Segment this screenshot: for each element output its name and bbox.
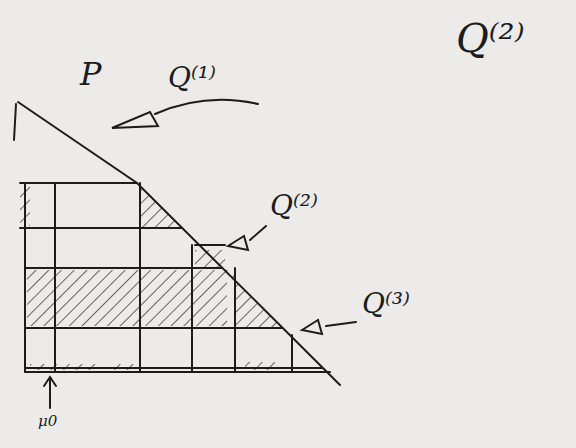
measure-label: Q⁽³⁾ xyxy=(362,290,410,318)
base-measure-label: μ0 xyxy=(38,414,57,429)
measure-label: Q⁽¹⁾ xyxy=(168,64,216,92)
heading-label: Q⁽²⁾ xyxy=(456,18,524,58)
function-label: P xyxy=(80,58,102,90)
measure-label: Q⁽²⁾ xyxy=(270,192,318,220)
